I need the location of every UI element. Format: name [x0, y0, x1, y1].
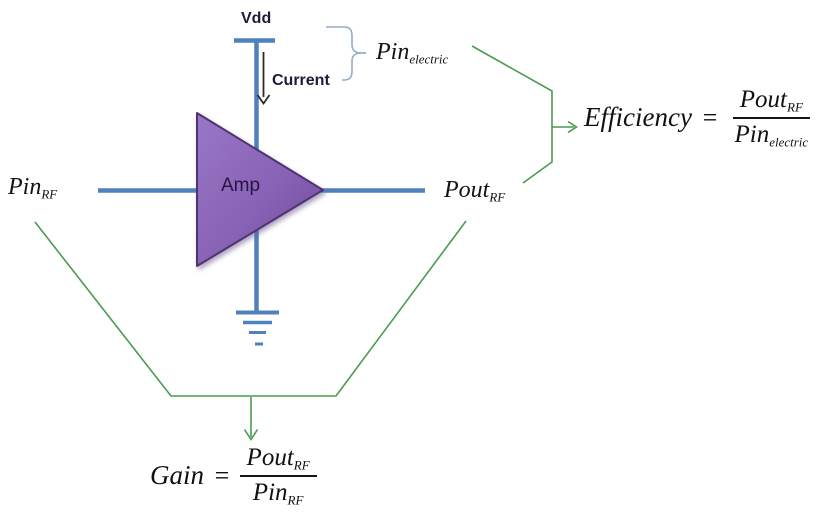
efficiency-equals: = — [700, 102, 719, 132]
efficiency-bracket-line — [471, 45, 553, 184]
pout-rf-sub: RF — [489, 189, 506, 205]
efficiency-fraction: PoutRF Pinelectric — [727, 86, 815, 149]
current-arrow-icon — [256, 52, 271, 106]
efficiency-formula: Efficiency = PoutRF Pinelectric — [584, 86, 815, 149]
pout-rf-base: Pout — [444, 177, 490, 203]
gain-num-sub: RF — [293, 457, 310, 473]
pin-electric-sub: electric — [409, 51, 449, 67]
efficiency-numerator: PoutRF — [732, 86, 810, 119]
pin-electric-base: Pin — [376, 39, 410, 65]
gain-num-base: Pout — [246, 444, 294, 471]
gain-lhs: Gain — [150, 460, 204, 490]
amp-triangle — [196, 112, 324, 267]
gain-den-base: Pin — [252, 479, 288, 506]
current-label: Current — [272, 72, 330, 89]
vdd-label: Vdd — [241, 10, 272, 27]
pout-rf-label: PoutRF — [444, 177, 505, 204]
gain-bracket-line — [34, 220, 467, 397]
amp-label: Amp — [221, 175, 261, 196]
pin-rf-sub: RF — [41, 186, 58, 202]
efficiency-arrowhead-icon — [567, 120, 578, 134]
gain-denominator: PinRF — [246, 477, 311, 507]
ground-icon — [236, 310, 279, 346]
pin-electric-label: Pinelectric — [376, 39, 448, 66]
pin-rf-base: Pin — [8, 174, 42, 200]
gain-equals: = — [213, 460, 231, 490]
brace-bottom-half — [342, 52, 366, 81]
gain-formula: Gain = PoutRF PinRF — [150, 444, 317, 507]
gain-arrowhead-icon — [243, 429, 259, 441]
efficiency-denominator: Pinelectric — [727, 119, 815, 149]
brace-top-half — [326, 26, 366, 54]
efficiency-lhs: Efficiency — [584, 102, 692, 132]
gain-numerator: PoutRF — [239, 444, 317, 477]
efficiency-num-sub: RF — [787, 99, 803, 115]
efficiency-den-base: Pin — [734, 121, 770, 148]
efficiency-bracket — [471, 45, 578, 184]
gain-bracket — [34, 220, 467, 441]
gain-den-sub: RF — [287, 492, 304, 508]
current-arrowhead — [256, 94, 271, 106]
pin-electric-brace-icon — [326, 26, 366, 81]
pin-rf-label: PinRF — [8, 174, 57, 201]
efficiency-den-sub: electric — [769, 134, 809, 150]
efficiency-num-base: Pout — [739, 86, 787, 113]
gain-fraction: PoutRF PinRF — [239, 444, 317, 507]
